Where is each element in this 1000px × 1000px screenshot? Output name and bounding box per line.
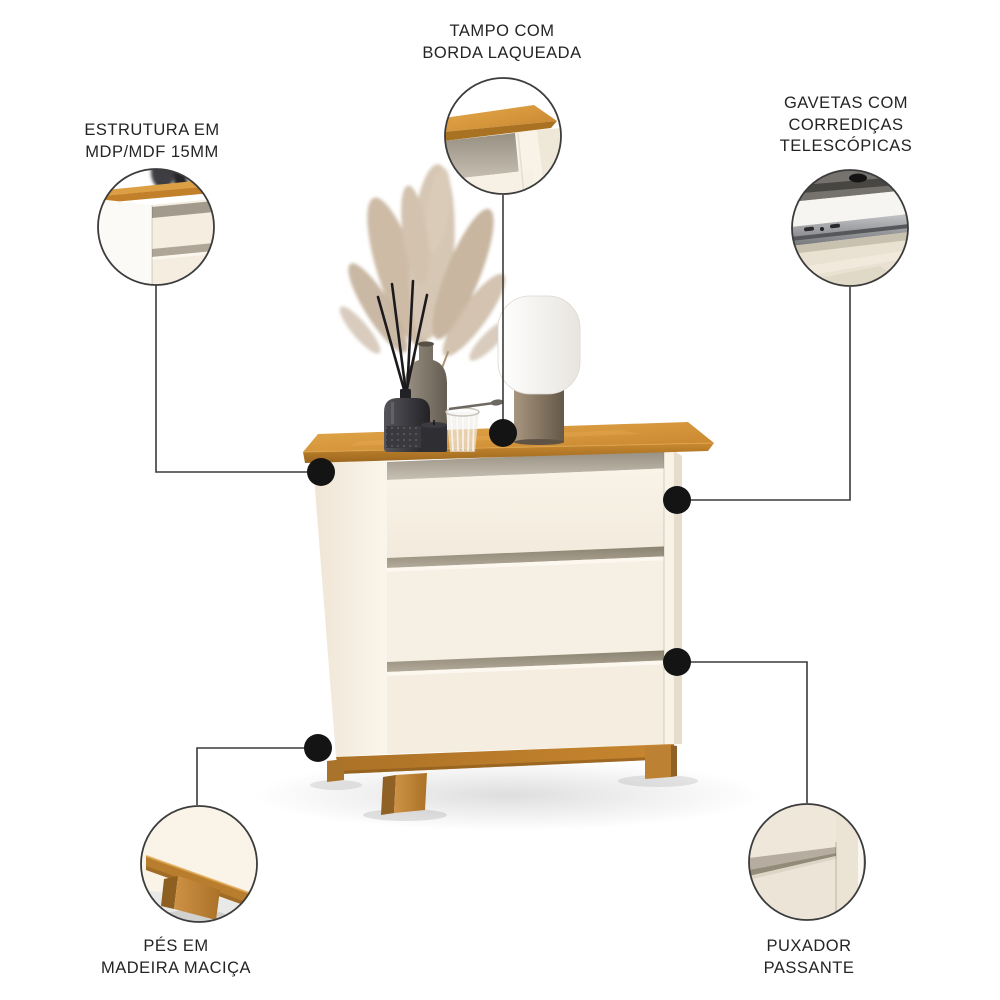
foot-front-right <box>645 745 671 779</box>
callout-label-pes: PÉS EM MADEIRA MACIÇA <box>100 937 252 977</box>
callout-photo-gavetas <box>791 169 909 287</box>
groove-lip-2 <box>387 660 674 676</box>
handle-groove-2 <box>387 650 674 672</box>
foot-back-left <box>327 759 344 782</box>
callout-photo-puxador <box>748 803 866 921</box>
callout-dots <box>304 419 691 762</box>
callout-label-puxador: PUXADOR PASSANTE <box>763 937 855 977</box>
callout-photo-tampo <box>444 77 562 195</box>
connector-puxador <box>677 661 808 803</box>
wood-plinth <box>336 744 674 774</box>
callout-dot-gavetas <box>663 486 691 514</box>
drawer-2 <box>387 560 674 662</box>
callout-label-tampo: TAMPO COM BORDA LAQUEADA <box>422 22 582 62</box>
foot-front-right-side <box>671 745 677 777</box>
top-recess <box>387 450 674 480</box>
reed-diffuser-bottle <box>384 389 430 452</box>
connector-gavetas <box>677 287 851 501</box>
pampas-grass <box>339 164 511 361</box>
connector-estrutura <box>155 285 321 473</box>
callout-label-gavetas: GAVETAS COM CORREDIÇAS TELESCÓPICAS <box>779 94 913 155</box>
ribbed-glass <box>445 399 504 452</box>
match-stick <box>448 401 495 411</box>
callout-dot-puxador <box>663 648 691 676</box>
callout-dot-estrutura <box>307 458 335 486</box>
callout-dot-tampo <box>489 419 517 447</box>
callout-photo-pes <box>140 805 258 923</box>
diffuser-sticks <box>376 279 429 395</box>
table-lamp <box>497 295 581 445</box>
black-candle <box>421 420 447 452</box>
callout-photo-estrutura <box>97 168 215 286</box>
callout-dot-pes <box>304 734 332 762</box>
drawer-3 <box>387 664 674 754</box>
callout-label-estrutura: ESTRUTURA EM MDP/MDF 15MM <box>84 121 220 161</box>
connector-pes <box>196 747 318 805</box>
wood-edge-highlight <box>302 442 715 453</box>
foot-front-left <box>394 773 427 813</box>
wood-top-edge <box>303 443 714 463</box>
decor <box>339 164 581 452</box>
groove-lip-1 <box>387 556 674 572</box>
drawer-1 <box>387 468 674 558</box>
dresser-side-panel <box>312 451 387 757</box>
dresser-illustration <box>302 422 715 815</box>
foot-front-left-side <box>381 775 396 815</box>
connector-lines <box>155 195 851 805</box>
handle-groove-1 <box>387 546 674 568</box>
plinth-shadow <box>338 756 674 774</box>
